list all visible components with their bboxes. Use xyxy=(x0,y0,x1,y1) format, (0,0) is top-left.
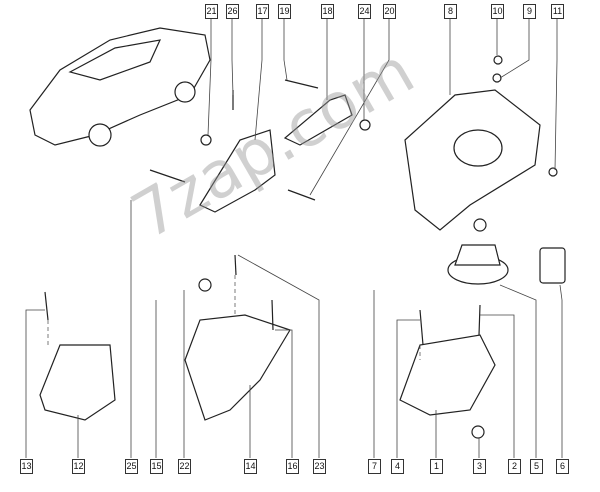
callout-label[interactable]: 24 xyxy=(358,4,371,19)
callout-label[interactable]: 18 xyxy=(321,4,334,19)
bracket-1 xyxy=(399,334,496,416)
callout-label[interactable]: 17 xyxy=(256,4,269,19)
callout-label[interactable]: 4 xyxy=(391,459,404,474)
leader-line xyxy=(254,19,263,141)
mount-12 xyxy=(39,344,116,421)
leader-line xyxy=(396,319,420,458)
callout-label[interactable]: 15 xyxy=(150,459,163,474)
callout-label[interactable]: 25 xyxy=(125,459,138,474)
car-illustration xyxy=(29,27,211,147)
leader-line xyxy=(231,19,234,96)
leader-line xyxy=(559,284,563,458)
leader-line xyxy=(499,19,530,79)
callout-label[interactable]: 7 xyxy=(368,459,381,474)
callout-label[interactable]: 11 xyxy=(551,4,564,19)
callout-label[interactable]: 2 xyxy=(508,459,521,474)
clip-6 xyxy=(539,247,566,284)
callout-label[interactable]: 16 xyxy=(286,459,299,474)
callout-label[interactable]: 5 xyxy=(530,459,543,474)
leader-line xyxy=(237,254,320,458)
callout-label[interactable]: 6 xyxy=(556,459,569,474)
callout-label[interactable]: 19 xyxy=(278,4,291,19)
leader-line xyxy=(283,19,288,81)
callout-label[interactable]: 3 xyxy=(473,459,486,474)
leader-line xyxy=(309,19,390,196)
torque-rod-18 xyxy=(283,94,353,146)
callout-label[interactable]: 20 xyxy=(383,4,396,19)
bracket-17 xyxy=(199,129,276,213)
leader-line xyxy=(207,19,212,136)
callout-label[interactable]: 13 xyxy=(20,459,33,474)
callout-label[interactable]: 1 xyxy=(430,459,443,474)
callout-label[interactable]: 9 xyxy=(523,4,536,19)
leader-line xyxy=(480,314,515,458)
leader-line xyxy=(554,19,558,171)
callout-label[interactable]: 14 xyxy=(244,459,257,474)
leader-line xyxy=(499,284,537,458)
bracket-14 xyxy=(184,314,291,421)
callout-label[interactable]: 8 xyxy=(444,4,457,19)
leader-line xyxy=(25,309,45,458)
callout-label[interactable]: 22 xyxy=(178,459,191,474)
callout-label[interactable]: 12 xyxy=(72,459,85,474)
callout-label[interactable]: 26 xyxy=(226,4,239,19)
leader-line xyxy=(275,329,293,458)
callout-label[interactable]: 23 xyxy=(313,459,326,474)
callout-label[interactable]: 21 xyxy=(205,4,218,19)
callout-label[interactable]: 10 xyxy=(491,4,504,19)
